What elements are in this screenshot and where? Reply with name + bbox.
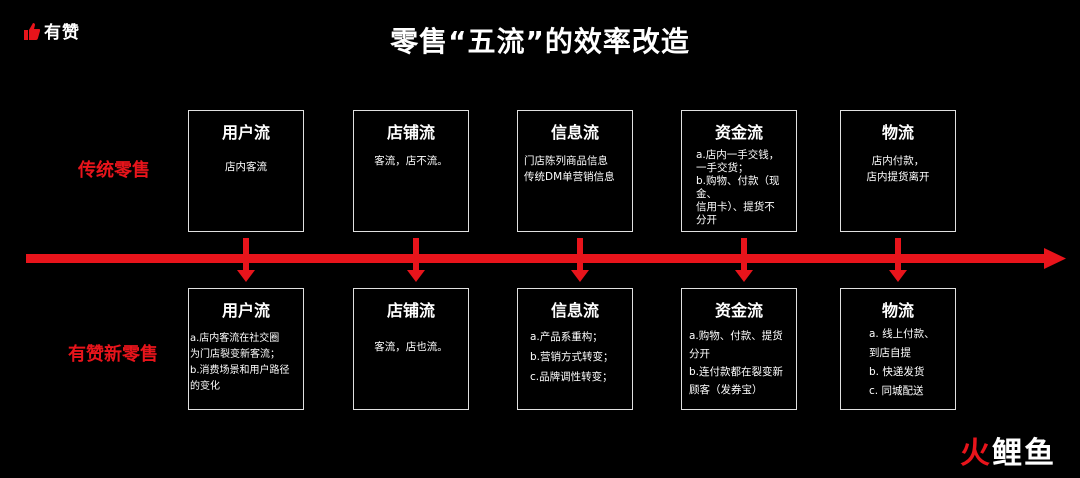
box-title: 用户流 [221,123,270,142]
bottom-box-store-flow: 店铺流 客流，店也流。 [353,288,469,410]
thumbs-up-icon [24,22,40,40]
top-box-capital-flow: 资金流 a.店内一手交钱， 一手交货； b.购物、付款（现金、 信用卡）、提货不… [681,110,797,232]
bottom-box-user-flow: 用户流 a.店内客流在社交圈 为门店裂变新客流； b.消费场景和用户路径 的变化 [188,288,304,410]
row-label-traditional: 传统零售 [78,160,150,181]
watermark-part2: 鲤鱼 [992,436,1056,471]
row-label-new: 有赞新零售 [68,344,158,365]
bottom-box-capital-flow: 资金流 a.购物、付款、提货 分开 b.连付款都在裂变新 顾客（发券宝） [681,288,797,410]
box-title: 物流 [881,301,914,320]
box-body: 门店陈列商品信息 传统DM单营销信息 [524,155,615,183]
brand-name: 有赞 [44,23,80,43]
box-body: 客流，店也流。 [374,341,448,353]
top-box-store-flow: 店铺流 客流，店不流。 [353,110,469,232]
timeline-bar [26,254,1046,263]
watermark: 火鲤鱼 [960,428,1056,472]
box-body: a.店内客流在社交圈 为门店裂变新客流； b.消费场景和用户路径 的变化 [190,333,290,392]
box-title: 信息流 [550,123,599,142]
box-title: 用户流 [221,301,270,320]
box-body: a.购物、付款、提货 分开 b.连付款都在裂变新 顾客（发券宝） [689,330,784,396]
bottom-box-info-flow: 信息流 a.产品系重构； b.营销方式转变； c.品牌调性转变； [517,288,633,410]
box-body: a.店内一手交钱， 一手交货； b.购物、付款（现金、 信用卡）、提货不 分开 [696,149,780,226]
timeline-arrowhead [1044,248,1066,269]
box-title: 店铺流 [386,123,435,142]
top-box-logistics: 物流 店内付款， 店内提货离开 [840,110,956,232]
brand-logo: 有赞 [24,18,80,43]
box-title: 资金流 [714,123,763,142]
bottom-box-logistics: 物流 a. 线上付款、 到店自提 b. 快递发货 c. 同城配送 [840,288,956,410]
box-title: 信息流 [550,301,599,320]
top-box-info-flow: 信息流 门店陈列商品信息 传统DM单营销信息 [517,110,633,232]
box-body: a. 线上付款、 到店自提 b. 快递发货 c. 同城配送 [869,328,935,397]
box-title: 物流 [881,123,914,142]
box-body: 店内客流 [225,161,267,173]
box-body: 店内付款， 店内提货离开 [866,155,930,183]
connector-arrows [237,238,907,282]
box-body: 客流，店不流。 [374,155,448,167]
box-body: a.产品系重构； b.营销方式转变； c.品牌调性转变； [530,331,614,383]
box-title: 店铺流 [386,301,435,320]
page-title: 零售“五流”的效率改造 [390,25,690,58]
top-box-user-flow: 用户流 店内客流 [188,110,304,232]
box-title: 资金流 [714,301,763,320]
watermark-part1: 火 [960,436,992,471]
